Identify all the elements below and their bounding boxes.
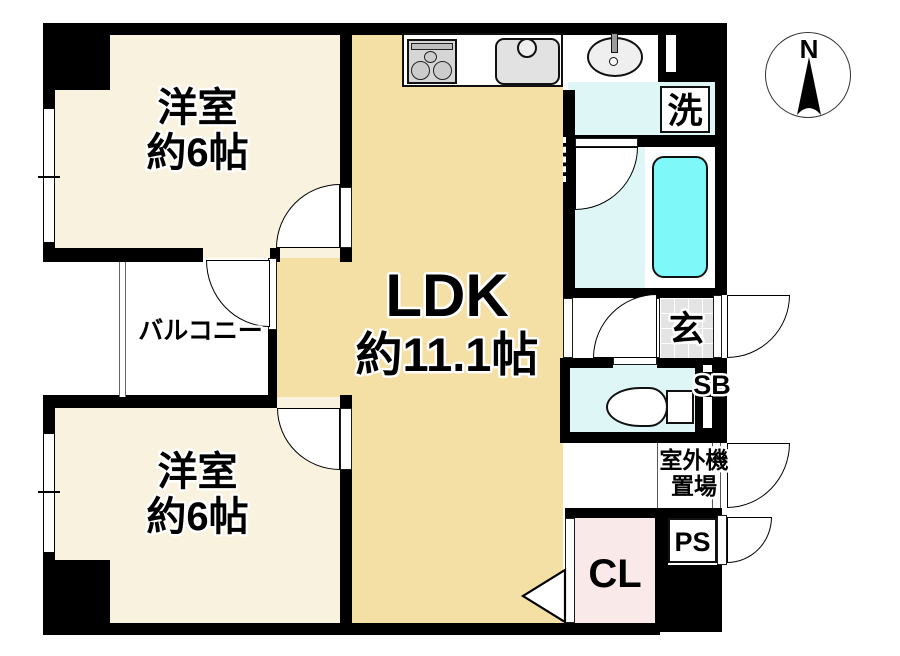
- kitchen-sink-icon: [495, 38, 560, 85]
- basin-drain: [609, 57, 618, 66]
- wall-toilet-top-b: [657, 358, 695, 368]
- wall-hall-top: [563, 288, 722, 298]
- wall-room2-top-b: [340, 395, 352, 408]
- room1-door-leaf: [340, 187, 352, 248]
- stove-burner-left: [411, 61, 430, 80]
- balcony-railing: [119, 262, 126, 397]
- ldk-floor-main: [352, 33, 563, 623]
- room2-window-mullion: [38, 491, 60, 493]
- outdoor-unit-label: 室外機 置場: [645, 447, 743, 500]
- room2-label: 洋室 約6帖: [75, 450, 320, 540]
- wall-left-upper-a: [43, 35, 55, 108]
- stove-burner-right: [433, 61, 452, 80]
- entrance-jamb-right: [713, 295, 722, 358]
- outdoor-area-line-c: [720, 443, 721, 508]
- compass: N: [765, 32, 851, 118]
- compass-needle-icon: [797, 57, 821, 115]
- room2-window: [43, 433, 55, 553]
- wall-toilet-left: [560, 358, 570, 443]
- wall-ldk-right: [563, 90, 575, 290]
- wall-toilet-bottom: [560, 432, 710, 443]
- compass-north-label: N: [799, 34, 819, 64]
- closet-label: CL: [588, 552, 642, 596]
- ldk-floor-west: [277, 258, 352, 397]
- wall-room2-right: [340, 470, 352, 635]
- entrance-door-swing: [727, 295, 790, 358]
- room1-window: [43, 108, 55, 243]
- toilet-bowl-icon: [606, 387, 668, 427]
- basin-faucet: [611, 33, 618, 53]
- ps-box: PS: [668, 518, 717, 563]
- wall-room2-top-a: [43, 395, 277, 408]
- wall-closet-top: [565, 508, 722, 518]
- outdoor-unit-line2: 置場: [671, 472, 717, 499]
- room2-size: 約6帖: [146, 494, 249, 539]
- ldk-size: 約11.1帖: [355, 328, 539, 382]
- wall-bottom-left-block: [43, 560, 110, 625]
- room2-door-leaf: [340, 408, 352, 470]
- stove-icon: [407, 39, 457, 84]
- outdoor-area-line-a: [657, 443, 658, 508]
- balcony-label: バルコニー: [138, 317, 263, 345]
- ps-label: PS: [674, 527, 711, 557]
- toilet-tank-icon: [666, 390, 694, 424]
- entrance-label: 玄: [668, 310, 704, 349]
- wall-room1-bottom-b: [270, 248, 280, 262]
- room2-name: 洋室: [157, 450, 238, 494]
- room1-size: 約6帖: [146, 130, 249, 175]
- stove-knob: [424, 51, 437, 63]
- ps-door-swing: [727, 517, 772, 563]
- top-wall-slit-window: [666, 35, 676, 72]
- entrance-tile-floor: [660, 298, 713, 358]
- room1-name: 洋室: [157, 86, 238, 130]
- stove-grill: [411, 43, 453, 50]
- sink-faucet: [517, 38, 537, 58]
- wall-bottom: [43, 623, 660, 635]
- closet-floor: [575, 518, 655, 623]
- bathtub-icon: [652, 156, 708, 278]
- wall-toilet-top-a: [568, 358, 613, 368]
- outdoor-unit-line1: 室外機: [659, 447, 729, 473]
- room1-label: 洋室 約6帖: [75, 86, 320, 176]
- wall-room1-right: [340, 23, 352, 187]
- wall-dashed-mark: [563, 137, 566, 182]
- ldk-hall-opening: [563, 298, 573, 358]
- outdoor-unit-floor: [565, 443, 725, 508]
- shoe-box-label: SB: [693, 370, 731, 400]
- ps-side-leaf: [717, 515, 727, 565]
- room1-window-mullion: [38, 176, 60, 178]
- bathroom-door-leaf: [575, 138, 638, 147]
- outdoor-area-line-b: [712, 443, 713, 508]
- ldk-label: LDK 約11.1帖: [322, 262, 572, 382]
- ldk-name: LDK: [385, 262, 509, 329]
- wall-room1-bottom-a: [43, 248, 203, 262]
- entry-step-triangle-icon: [520, 568, 567, 624]
- wall-room2-left-a: [43, 408, 55, 433]
- shoe-box-slit-a: [703, 365, 712, 372]
- wall-right-upper: [715, 82, 727, 295]
- laundry-box: 洗: [660, 86, 710, 133]
- wall-bottom-right-block: [660, 565, 722, 632]
- shoe-box-slit-b: [703, 397, 712, 428]
- wall-room1-corner: [340, 248, 352, 262]
- laundry-label: 洗: [667, 92, 703, 131]
